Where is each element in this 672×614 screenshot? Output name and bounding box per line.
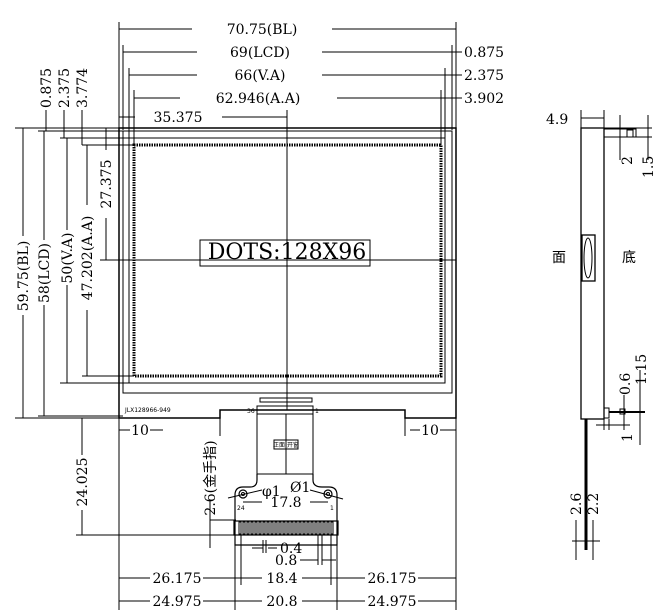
center-y-label: 27.375: [99, 160, 115, 209]
fpc-hatched-area: [256, 413, 314, 475]
gold-finger-pin: [274, 521, 278, 535]
gold-finger-pin: [298, 521, 302, 535]
center-x-label: 35.375: [154, 110, 203, 126]
side-dim-2-6: 2.6: [569, 493, 585, 515]
gold-finger-pin: [254, 521, 258, 535]
gold-finger-pins: [238, 521, 334, 535]
row1-right: 26.175: [368, 571, 417, 587]
back-label: 底: [622, 250, 636, 266]
va-width-label: 66(V.A): [235, 68, 286, 84]
left-dimensions: 59.75(BL) 58(LCD) 50(V.A) 47.202(A.A) 27…: [15, 68, 236, 548]
fpc-tail: [234, 474, 338, 546]
lcd-offset-right: 0.875: [464, 45, 504, 61]
side-body: [580, 127, 605, 420]
gold-finger-pin: [314, 521, 318, 535]
aa-offset-top: 3.774: [75, 68, 91, 108]
lcd-width-label: 69(LCD): [230, 45, 290, 61]
side-dim-2-2: 2.2: [586, 493, 602, 515]
tab-right-dim: 10: [421, 423, 439, 439]
gold-finger-pin: [290, 521, 294, 535]
va-height-label: 50(V.A): [60, 233, 76, 284]
aa-height-label: 47.202(A.A): [80, 216, 96, 301]
row1-left: 26.175: [153, 571, 202, 587]
pitch-label: 0.8: [275, 553, 297, 569]
front-label: 面: [552, 250, 566, 266]
va-offset-right: 2.375: [464, 68, 504, 84]
conn-pin-left: 24: [237, 505, 245, 512]
lcd-offset-top: 0.875: [39, 68, 55, 108]
backlight-outline: [118, 127, 457, 419]
dots-label: DOTS:128X96: [208, 240, 366, 265]
row2-right: 24.975: [368, 594, 417, 610]
bl-height-label: 59.75(BL): [16, 241, 32, 312]
side-view: 4.9 2 1.5 面 底 0.6 1.15 1 2.6 2.2: [546, 110, 657, 560]
pin-first-label: 36: [247, 408, 255, 415]
top-dimensions: 70.75(BL) 69(LCD) 66(V.A) 62.946(A.A) 35…: [118, 22, 504, 145]
gold-finger-pin: [246, 521, 250, 535]
gold-finger-pin: [258, 521, 262, 535]
gold-finger-pin: [282, 521, 286, 535]
aa-width-label: 62.946(A.A): [216, 91, 301, 107]
connector-marker: [259, 397, 313, 403]
gold-finger-pin: [286, 521, 290, 535]
gold-finger-pin: [322, 521, 326, 535]
bl-width-label: 70.75(BL): [227, 22, 298, 38]
gold-finger-pin: [266, 521, 270, 535]
side-dim-2: 2: [620, 156, 636, 165]
bottom-dimensions: 26.175 18.4 26.175 24.975 20.8 24.975: [118, 436, 457, 610]
hole-left-label: φ1: [262, 484, 281, 500]
row2-left: 24.975: [153, 594, 202, 610]
gold-finger-pin: [302, 521, 306, 535]
part-number: JLX128966-949: [124, 407, 171, 414]
gold-finger-pin: [278, 521, 282, 535]
module-front-view: DOTS:128X96 JLX128966-949 10 10: [100, 110, 457, 439]
gold-finger-pin: [326, 521, 330, 535]
va-offset-top: 2.375: [57, 68, 73, 108]
gold-finger-pin: [318, 521, 322, 535]
row2-center: 20.8: [266, 594, 297, 610]
fpc-text: 正面 开窗: [273, 441, 299, 449]
pin-last-label: 1: [315, 408, 319, 415]
hole-right-label: Ø1: [290, 480, 310, 496]
side-dim-0-6: 0.6: [618, 373, 634, 395]
lcd-height-label: 58(LCD): [37, 243, 53, 303]
side-led: [581, 234, 596, 282]
side-dim-1-5: 1.5: [641, 156, 657, 178]
gold-finger-pin: [294, 521, 298, 535]
side-dim-1: 1: [620, 433, 636, 442]
gold-finger-pin: [330, 521, 334, 535]
gold-finger-pin: [262, 521, 266, 535]
pitch-width-label: 0.4: [280, 541, 302, 557]
hole-spacing-label: 17.8: [270, 495, 301, 511]
gold-finger-pin: [242, 521, 246, 535]
thickness-label: 4.9: [546, 112, 568, 128]
fpc-cable: 36 1 正面 开窗 24 1 φ1 Ø1 17.8 0.4 0.8: [227, 405, 344, 569]
side-dim-1-15: 1.15: [634, 354, 650, 385]
gold-finger-pin: [270, 521, 274, 535]
gold-finger-pin: [250, 521, 254, 535]
gold-finger-pin: [310, 521, 314, 535]
aa-offset-right: 3.902: [464, 91, 504, 107]
gold-finger-pin: [306, 521, 310, 535]
row1-center: 18.4: [266, 571, 297, 587]
conn-pin-right: 1: [330, 505, 334, 512]
tab-left-dim: 10: [131, 423, 149, 439]
gold-finger-pin: [238, 521, 242, 535]
gold-fingers: [233, 520, 339, 536]
gold-finger-label: 2.6(金手指): [203, 440, 219, 515]
fpc-length-label: 24.025: [75, 458, 91, 507]
